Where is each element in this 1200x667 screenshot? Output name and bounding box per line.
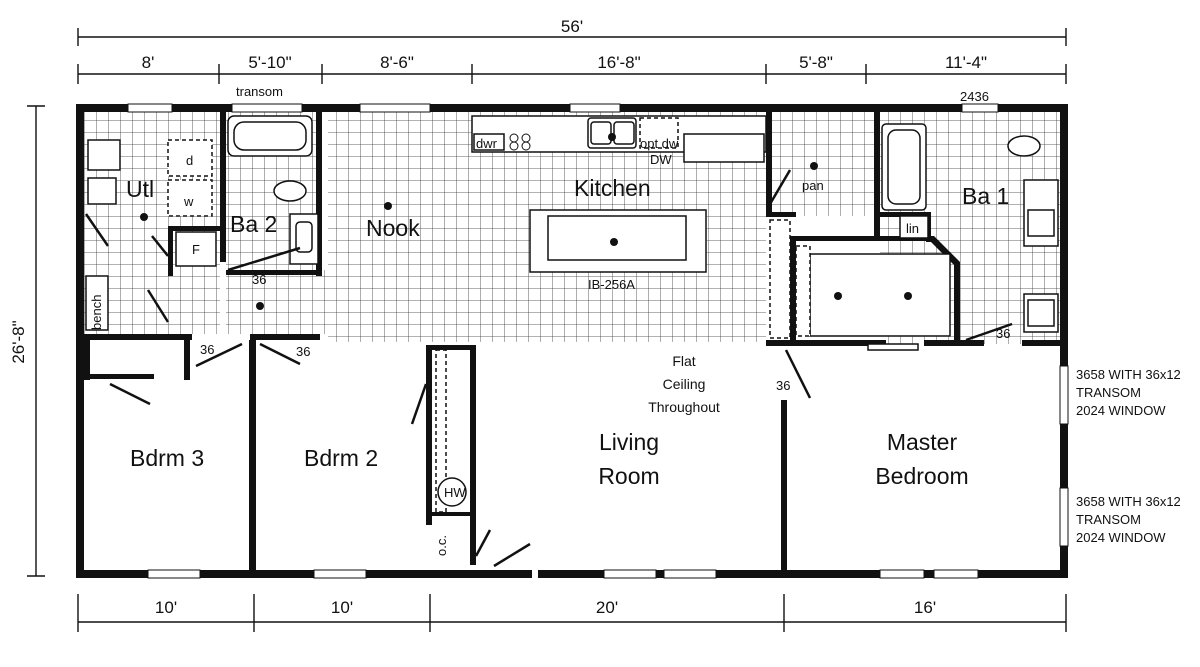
water-heater-label: HW — [444, 485, 466, 500]
fixtures — [84, 115, 1059, 568]
overall-width-dimension: 56' — [561, 17, 583, 36]
light-dot — [810, 162, 818, 170]
door-size-bath2: 36 — [252, 272, 266, 287]
windows — [127, 103, 1069, 579]
oc-label: o.c. — [434, 535, 449, 556]
room-label-bedroom3: Bdrm 3 — [130, 445, 204, 471]
dryer-label: d — [186, 153, 193, 168]
room-label-master-line2: Bedroom — [875, 463, 968, 489]
furnace-label: F — [192, 242, 200, 257]
light-dot — [904, 292, 912, 300]
light-fixtures — [140, 133, 912, 310]
door-size-bath1: 36 — [996, 326, 1010, 341]
light-dot — [384, 202, 392, 210]
dishwasher-label: dwr — [476, 136, 498, 151]
dimension-lines: 56' 8' 5'-10" 8'-6" 16'-8" 5'-8" 11'-4" … — [9, 17, 1067, 632]
room-label-utility: Utl — [126, 176, 154, 202]
window-note-lower-line1: 3658 WITH 36x12 — [1076, 494, 1181, 509]
overall-depth-dimension: 26'-8" — [9, 320, 28, 363]
room-labels: Utl Ba 2 Nook Kitchen Ba 1 Bdrm 3 Bdrm 2… — [126, 175, 1009, 489]
top-dimension-1: 8' — [142, 53, 155, 72]
pantry-label: pan — [802, 178, 824, 193]
door-size-bedroom2: 36 — [296, 344, 310, 359]
door-size-bedroom3: 36 — [200, 342, 214, 357]
opt-dw-label: opt dw — [640, 136, 679, 151]
top-dimension-5: 5'-8" — [799, 53, 833, 72]
top-dimension-2: 5'-10" — [248, 53, 291, 72]
room-label-nook: Nook — [366, 215, 420, 241]
room-label-bath2: Ba 2 — [230, 211, 277, 237]
light-dot — [140, 213, 148, 221]
door-size-master: 36 — [776, 378, 790, 393]
light-dot — [256, 302, 264, 310]
ceiling-note-line2: Ceiling — [663, 376, 706, 392]
room-label-living-line1: Living — [599, 429, 659, 455]
island-label: IB-256A — [588, 277, 635, 292]
light-dot — [610, 238, 618, 246]
transom-label: transom — [236, 84, 283, 99]
window-notes: 3658 WITH 36x12 TRANSOM 2024 WINDOW 3658… — [1076, 367, 1181, 545]
window-note-lower-line2: TRANSOM — [1076, 512, 1141, 527]
top-dimension-6: 11'-4" — [945, 53, 987, 72]
bottom-dimension-3: 20' — [596, 598, 618, 617]
room-label-bath1: Ba 1 — [962, 183, 1009, 209]
room-label-master-line1: Master — [887, 429, 958, 455]
window-2436-label: 2436 — [960, 89, 989, 104]
ceiling-note-line3: Throughout — [648, 399, 720, 415]
window-note-upper-line3: 2024 WINDOW — [1076, 403, 1166, 418]
fixture-labels: transom 2436 d w F dwr opt dw DW pan lin… — [89, 84, 1010, 556]
room-label-living-line2: Room — [598, 463, 659, 489]
bottom-dimension-2: 10' — [331, 598, 353, 617]
window-note-lower-line3: 2024 WINDOW — [1076, 530, 1166, 545]
ceiling-note-line1: Flat — [672, 353, 695, 369]
window-note-upper-line1: 3658 WITH 36x12 — [1076, 367, 1181, 382]
linen-label: lin — [906, 221, 919, 236]
room-label-kitchen: Kitchen — [574, 175, 651, 201]
top-dimension-3: 8'-6" — [380, 53, 414, 72]
room-label-bedroom2: Bdrm 2 — [304, 445, 378, 471]
bottom-dimension-4: 16' — [914, 598, 936, 617]
washer-label: w — [183, 194, 194, 209]
light-dot — [834, 292, 842, 300]
bottom-dimension-1: 10' — [155, 598, 177, 617]
dw-label: DW — [650, 152, 672, 167]
light-dot — [608, 133, 616, 141]
top-dimension-4: 16'-8" — [597, 53, 640, 72]
bench-label: bench — [89, 295, 104, 330]
window-note-upper-line2: TRANSOM — [1076, 385, 1141, 400]
